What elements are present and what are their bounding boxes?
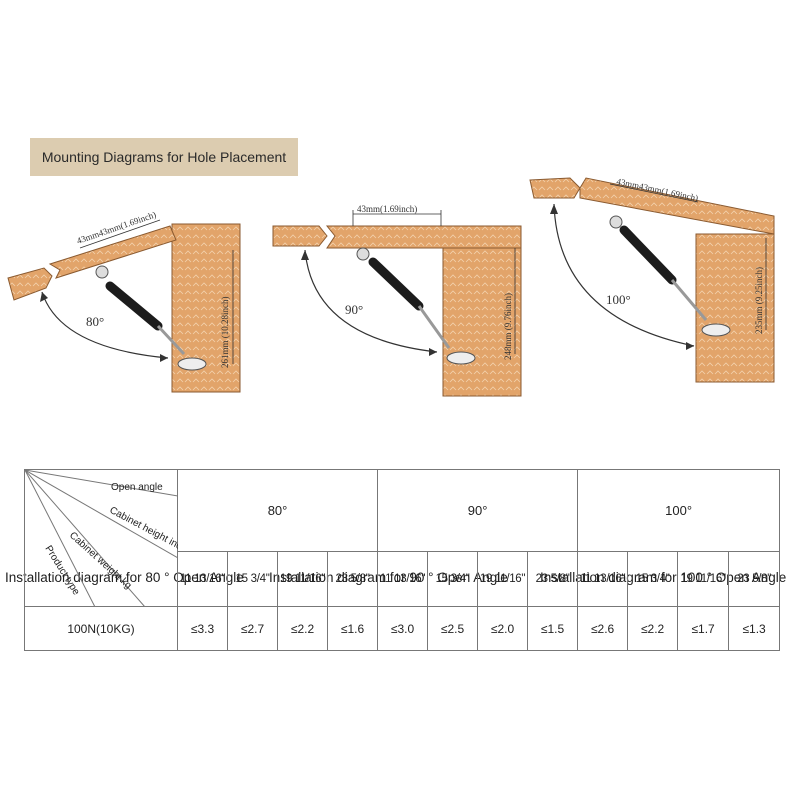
height-cell: 11 13/16" bbox=[177, 551, 228, 607]
angle-label-80: 80° bbox=[86, 314, 104, 329]
height-cell: 19 11/16" bbox=[277, 551, 328, 607]
angle-header-90: 90° bbox=[377, 469, 579, 552]
corner-label-open-angle: Open angle bbox=[111, 482, 163, 493]
angle-header-100: 100° bbox=[577, 469, 781, 552]
corner-diagonals: Open angle Cabinet height inch Cabinet w… bbox=[25, 470, 178, 607]
diagram-80-drawing: 80° 43mm43mm(1.69inch) 261mm (10.28inch) bbox=[7, 209, 241, 393]
height-cell: 11 13/16" bbox=[377, 551, 429, 607]
height-cell: 11 13/16" bbox=[577, 551, 629, 607]
angle-header-80: 80° bbox=[176, 469, 379, 552]
weight-cell: ≤2.5 bbox=[427, 606, 479, 651]
weight-cell: ≤2.7 bbox=[227, 606, 278, 651]
angle-label-100: 100° bbox=[606, 292, 631, 307]
diagram-80: 80° 43mm43mm(1.69inch) 261mm (10.28inch)… bbox=[0, 168, 260, 585]
corner-label-product-type: Product type bbox=[42, 544, 81, 598]
weight-cell: ≤2.2 bbox=[277, 606, 328, 651]
weight-cell: ≤2.6 bbox=[577, 606, 629, 651]
height-cell: 23 5/8" bbox=[527, 551, 579, 607]
dim-side-100: 235mm (9.25inch) bbox=[754, 267, 764, 334]
height-cell: 15 3/4" bbox=[227, 551, 278, 607]
height-cell: 15 3/4" bbox=[427, 551, 479, 607]
dim-side-90: 248mm (9.76inch) bbox=[503, 293, 513, 360]
diagram-90-drawing: 90° 43mm(1.69inch) 248mm (9.76inch) bbox=[272, 204, 522, 397]
weight-cell: ≤3.0 bbox=[377, 606, 429, 651]
angle-label-90: 90° bbox=[345, 302, 363, 317]
diagram-100-drawing: 100° 43mm43mm(1.69inch) 235mm (9.25inch) bbox=[529, 176, 775, 383]
height-cell: 23 5/8" bbox=[728, 551, 781, 607]
height-cell: 15 3/4" bbox=[627, 551, 679, 607]
spec-table: Open angle Cabinet height inch Cabinet w… bbox=[24, 469, 781, 651]
section-title: Mounting Diagrams for Hole Placement bbox=[30, 138, 298, 176]
weight-cell: ≤2.0 bbox=[477, 606, 529, 651]
height-cell: 19 11/16" bbox=[677, 551, 730, 607]
dim-top-90: 43mm(1.69inch) bbox=[357, 204, 417, 214]
diagram-100: 100° 43mm43mm(1.69inch) 235mm (9.25inch)… bbox=[529, 168, 795, 585]
weight-cell: ≤1.5 bbox=[527, 606, 579, 651]
corner-label-cabinet-height: Cabinet height inch bbox=[108, 505, 178, 555]
weight-cell: ≤1.3 bbox=[728, 606, 781, 651]
product-type-cell: 100N(10KG) bbox=[24, 606, 178, 651]
weight-cell: ≤1.6 bbox=[326, 606, 379, 651]
table-row: 100N(10KG) ≤3.3 ≤2.7 ≤2.2 ≤1.6 ≤3.0 ≤2.5… bbox=[24, 606, 781, 651]
weight-cell: ≤2.2 bbox=[627, 606, 679, 651]
height-cell: 23 5/8" bbox=[326, 551, 379, 607]
weight-cell: ≤1.7 bbox=[677, 606, 730, 651]
height-cell: 19 11/16" bbox=[477, 551, 529, 607]
weight-cell: ≤3.3 bbox=[177, 606, 228, 651]
diagram-90: 90° 43mm(1.69inch) 248mm (9.76inch) Inst… bbox=[265, 168, 530, 585]
dim-side-80: 261mm (10.28inch) bbox=[220, 297, 230, 369]
table-corner-header: Open angle Cabinet height inch Cabinet w… bbox=[24, 469, 178, 607]
